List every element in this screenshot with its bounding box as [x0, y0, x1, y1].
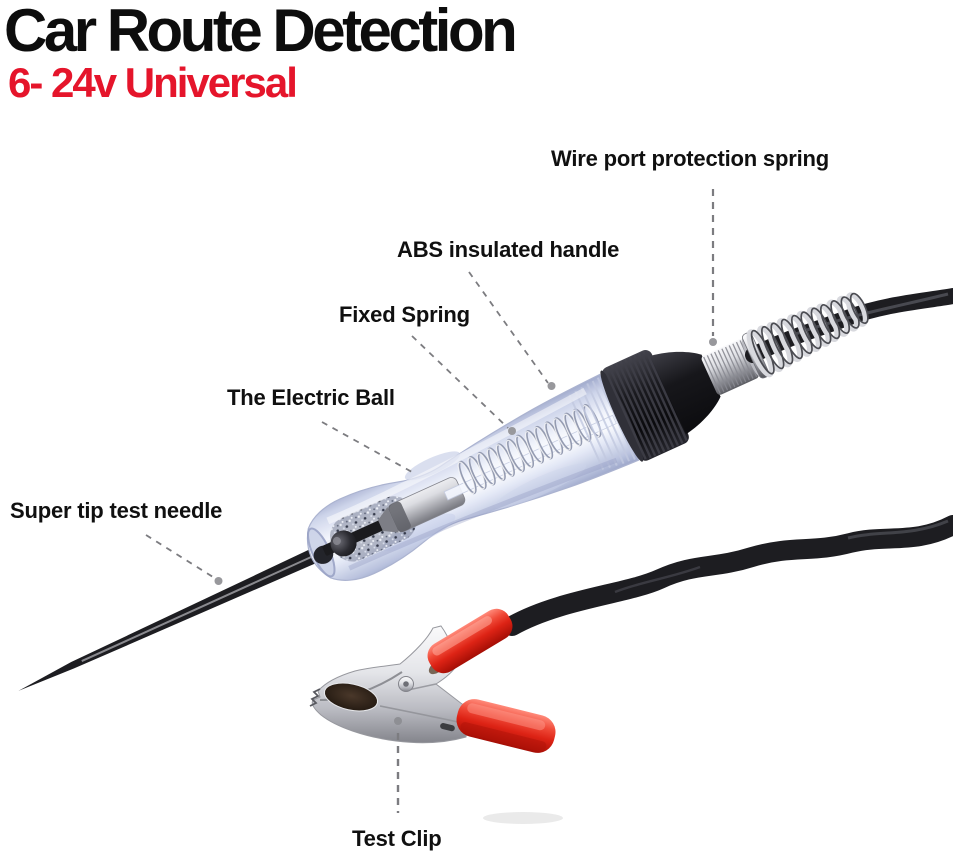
dot-abs-handle	[547, 382, 556, 390]
handle-sheen	[326, 387, 587, 525]
dot-test-needle	[214, 577, 223, 585]
label-electric-ball: The Electric Ball	[227, 385, 395, 410]
dot-test-clip	[394, 717, 402, 725]
cap-cone	[650, 351, 721, 435]
clip-red-boot	[456, 699, 556, 753]
leader-dots	[214, 338, 717, 725]
label-super-tip-test-needle: Super tip test needle	[10, 498, 223, 523]
leader-electric-ball	[321, 421, 413, 473]
page-title: Car Route Detection	[4, 0, 518, 64]
clip-pivot-screw	[398, 676, 414, 692]
leader-abs-handle	[468, 271, 549, 384]
clip-red-sleeve	[427, 608, 513, 674]
knurled-cap	[600, 350, 689, 462]
clip-slot	[440, 723, 455, 732]
tester-probe	[18, 338, 761, 691]
label-abs-insulated-handle: ABS insulated handle	[397, 237, 620, 262]
barrel-ribs	[568, 377, 636, 470]
alligator-clip	[309, 608, 556, 753]
clip-lead	[309, 515, 953, 824]
strain-relief-spring	[742, 292, 869, 379]
clip-crotch-shade	[407, 683, 437, 691]
fixed-spring-coils	[457, 404, 602, 495]
clip-serrations	[309, 688, 321, 707]
label-test-clip: Test Clip	[352, 826, 442, 851]
leader-lines	[145, 189, 715, 813]
label-wire-port-protection-spring: Wire port protection spring	[551, 146, 829, 171]
test-needle	[18, 537, 342, 691]
electric-ball	[330, 530, 357, 557]
leader-test-needle	[145, 534, 214, 578]
handle-shade	[348, 457, 618, 571]
dot-wire-port	[709, 338, 717, 346]
clip-cable	[502, 515, 953, 636]
clip-jaw-hole	[323, 682, 379, 712]
leader-fixed-spring	[411, 335, 509, 429]
clip-shadow	[483, 812, 563, 824]
clip-crease	[379, 705, 459, 723]
label-fixed-spring: Fixed Spring	[339, 302, 470, 327]
dot-fixed-spring	[508, 427, 516, 435]
page-subtitle: 6- 24v Universal	[8, 59, 298, 106]
